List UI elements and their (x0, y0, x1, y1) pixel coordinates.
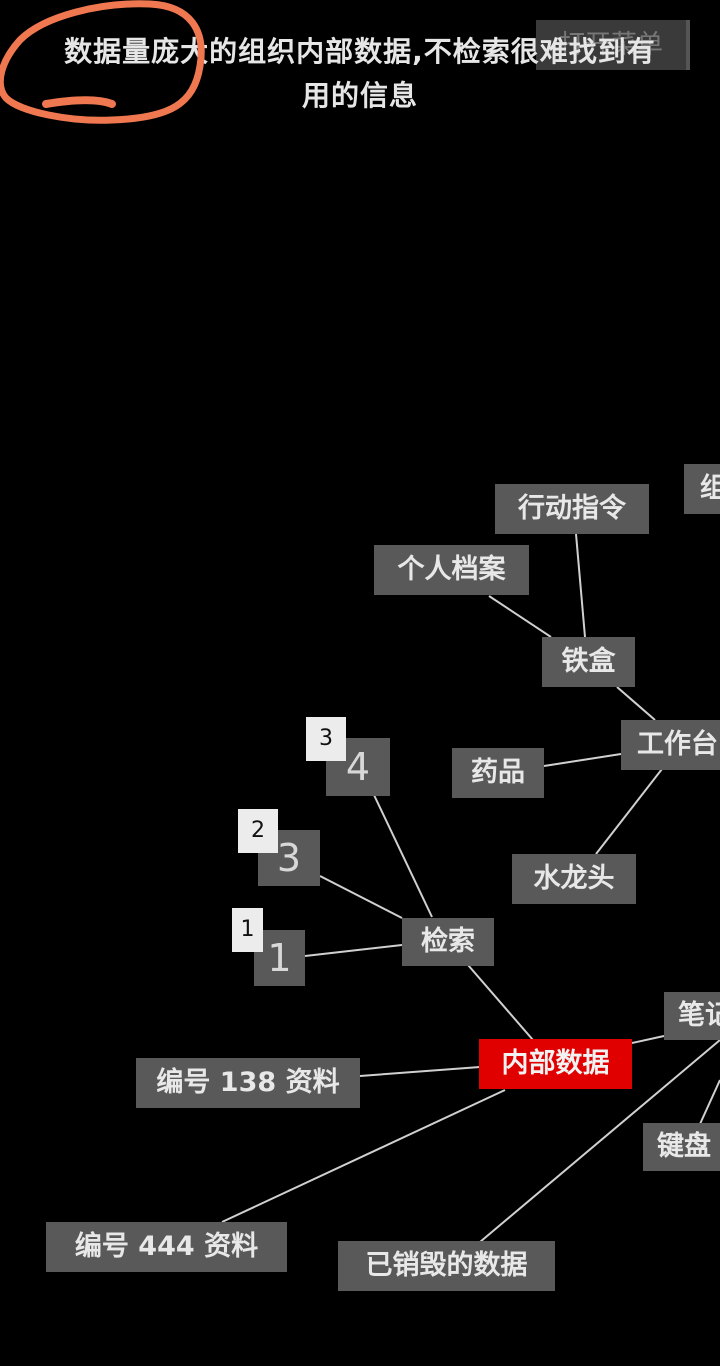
node-faucet[interactable]: 水龙头 (512, 854, 636, 904)
search-result-2-rank-badge: 2 (238, 809, 278, 853)
node-internal-data[interactable]: 内部数据 (479, 1039, 632, 1089)
open-menu-button[interactable]: 打开菜单 (536, 20, 690, 70)
node-personal-files[interactable]: 个人档案 (374, 545, 529, 595)
node-search[interactable]: 检索 (402, 918, 494, 966)
node-destroyed-data[interactable]: 已销毁的数据 (338, 1241, 555, 1291)
edge-internal-destroyed (479, 1039, 720, 1243)
node-document-444[interactable]: 编号 444 资料 (46, 1222, 287, 1272)
edge-keyboard (699, 1079, 720, 1125)
hint-caption-line-1: 数据量庞大的组织内部数据,不检索很难找到有 (64, 35, 656, 68)
node-notes[interactable]: 笔记 (664, 992, 720, 1040)
edge-workbench-medicine (543, 753, 622, 767)
hint-caption: 数据量庞大的组织内部数据,不检索很难找到有 用的信息 (20, 30, 700, 118)
edge-internal-search (467, 964, 534, 1041)
search-result-1[interactable]: 1 (254, 930, 305, 986)
edge-ironbox-files (488, 595, 552, 638)
edge-search-r3 (373, 794, 433, 918)
search-result-1-rank-badge: 1 (232, 908, 263, 952)
search-result-3-rank-badge: 3 (306, 717, 346, 761)
node-keyboard[interactable]: 键盘 (643, 1123, 720, 1171)
edge-search-r1 (304, 944, 403, 957)
edge-search-r2 (319, 875, 403, 919)
edge-internal-138 (359, 1066, 481, 1077)
node-medicine[interactable]: 药品 (452, 748, 544, 798)
node-iron-box[interactable]: 铁盒 (542, 637, 635, 687)
edge-internal-444 (221, 1089, 506, 1223)
node-workbench[interactable]: 工作台 (621, 720, 720, 770)
edge-ironbox-orders (575, 533, 586, 638)
node-action-orders[interactable]: 行动指令 (495, 484, 649, 534)
edge-workbench-ironbox (616, 686, 656, 721)
hint-caption-line-2: 用的信息 (301, 79, 418, 112)
edge-workbench-faucet (595, 768, 663, 855)
node-organization[interactable]: 组织 (684, 464, 720, 514)
node-document-138[interactable]: 编号 138 资料 (136, 1058, 360, 1108)
edge-internal-notes (631, 1035, 665, 1044)
